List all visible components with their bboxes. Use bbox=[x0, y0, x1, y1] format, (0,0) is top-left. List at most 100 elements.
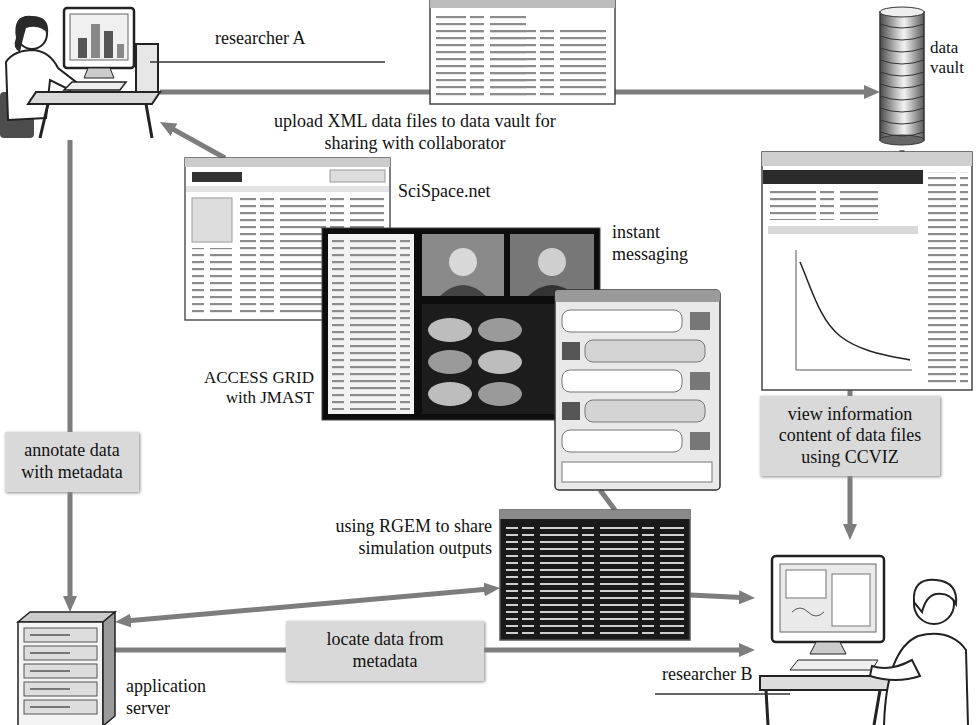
figure-node: researcher A bbox=[0, 0, 160, 140]
chat-window-screenshot bbox=[585, 400, 705, 422]
researcher-figure bbox=[40, 104, 152, 138]
website-screenshot bbox=[192, 198, 232, 242]
terminal-screenshot bbox=[500, 510, 690, 519]
website-screenshot bbox=[192, 172, 242, 182]
visualization-screenshot bbox=[762, 152, 972, 390]
video-conference-screenshot bbox=[332, 240, 410, 410]
chat-window-screenshot bbox=[555, 290, 720, 490]
video-conference-screenshot bbox=[428, 382, 472, 406]
terminal-screenshot bbox=[500, 510, 690, 640]
chat-window-screenshot bbox=[690, 432, 710, 450]
researcher-figure bbox=[136, 44, 158, 92]
figure-node: researcher B bbox=[755, 540, 972, 725]
researcher-figure bbox=[91, 24, 100, 58]
researcher-figure bbox=[64, 8, 134, 68]
video-conference-screenshot bbox=[478, 382, 522, 406]
website-screenshot bbox=[186, 186, 389, 192]
researcher-figure bbox=[790, 660, 878, 670]
chat-window-screenshot bbox=[562, 310, 682, 332]
video-conference-screenshot bbox=[440, 285, 486, 296]
visualization-screenshot bbox=[768, 190, 878, 220]
chat-window-screenshot bbox=[555, 290, 720, 302]
connector-arrow bbox=[68, 140, 73, 604]
xml-file-screenshot bbox=[430, 0, 615, 8]
chat-window-screenshot bbox=[690, 372, 710, 390]
video-conference-screenshot bbox=[428, 350, 472, 374]
figure-node: SciSpace.net bbox=[185, 158, 390, 320]
researcher-figure bbox=[870, 660, 920, 680]
researcher-figure bbox=[655, 556, 968, 725]
website-screenshot bbox=[192, 248, 232, 314]
node-label: ACCESS GRID with JMAST bbox=[194, 368, 314, 409]
video-conference-screenshot bbox=[510, 234, 594, 296]
researcher-figure bbox=[78, 38, 87, 58]
step-label-box: annotate data with metadata bbox=[5, 432, 139, 491]
node-label: researcher B bbox=[662, 664, 772, 686]
researcher-figure bbox=[70, 14, 128, 60]
researcher-figure bbox=[104, 31, 113, 58]
video-conference-screenshot bbox=[428, 318, 472, 342]
figure-node: data vault bbox=[880, 5, 972, 150]
node-label: application server bbox=[126, 676, 226, 719]
node-label: researcher A bbox=[215, 28, 355, 50]
researcher-figure bbox=[780, 564, 876, 632]
node-label: using RGEM to share simulation outputs bbox=[296, 516, 492, 559]
chat-window-screenshot bbox=[562, 370, 682, 392]
connector-arrow bbox=[123, 589, 492, 622]
video-conference-screenshot bbox=[538, 248, 566, 276]
database-cylinder bbox=[880, 24, 924, 136]
figure-node: using RGEM to share simulation outputs bbox=[500, 510, 690, 640]
step-label-box: view information content of data files u… bbox=[760, 396, 940, 477]
chat-window-screenshot bbox=[562, 402, 580, 420]
video-conference-screenshot bbox=[328, 234, 414, 414]
visualization-screenshot bbox=[763, 170, 923, 184]
researcher-figure bbox=[655, 693, 790, 695]
researcher-figure bbox=[117, 44, 124, 58]
visualization-screenshot bbox=[768, 226, 918, 234]
node-label: data vault bbox=[930, 38, 972, 79]
chat-window-screenshot bbox=[562, 430, 682, 452]
chat-window-screenshot bbox=[562, 342, 580, 360]
chat-window-screenshot bbox=[562, 462, 712, 482]
node-label: SciSpace.net bbox=[398, 181, 518, 203]
connector-arrow bbox=[600, 490, 615, 510]
database-cylinder bbox=[880, 7, 924, 17]
database-cylinder bbox=[880, 12, 924, 140]
researcher-figure bbox=[810, 642, 846, 654]
visualization-screenshot bbox=[762, 152, 972, 390]
server-rack bbox=[103, 612, 115, 725]
xml-file-screenshot bbox=[470, 26, 608, 96]
xml-file-screenshot bbox=[430, 0, 615, 104]
visualization-screenshot bbox=[762, 152, 972, 166]
terminal-screenshot bbox=[500, 510, 690, 640]
video-conference-screenshot bbox=[478, 318, 522, 342]
server-rack bbox=[18, 612, 115, 622]
server-rack bbox=[30, 635, 70, 707]
visualization-screenshot bbox=[928, 172, 968, 384]
terminal-screenshot bbox=[506, 524, 684, 634]
server-rack bbox=[18, 612, 115, 725]
visualization-screenshot bbox=[800, 262, 910, 360]
chat-window-screenshot bbox=[585, 340, 705, 362]
researcher-figure bbox=[792, 608, 824, 616]
video-conference-screenshot bbox=[478, 350, 522, 374]
chat-window-screenshot bbox=[555, 290, 720, 490]
researcher-figure bbox=[150, 61, 385, 63]
researcher-figure bbox=[64, 82, 126, 90]
researcher-figure bbox=[84, 68, 114, 78]
figure-node: application server bbox=[18, 612, 115, 725]
video-conference-screenshot bbox=[449, 248, 477, 276]
visualization-screenshot bbox=[796, 250, 912, 370]
connector-arrow bbox=[690, 595, 747, 598]
researcher-figure bbox=[914, 580, 956, 612]
website-screenshot bbox=[330, 170, 385, 182]
website-screenshot bbox=[185, 158, 390, 167]
researcher-figure bbox=[28, 92, 160, 104]
chat-window-screenshot bbox=[690, 312, 710, 330]
xml-file-screenshot bbox=[430, 0, 615, 104]
researcher-figure bbox=[832, 574, 870, 626]
database-cylinder bbox=[880, 7, 924, 145]
researcher-figure bbox=[15, 16, 49, 52]
